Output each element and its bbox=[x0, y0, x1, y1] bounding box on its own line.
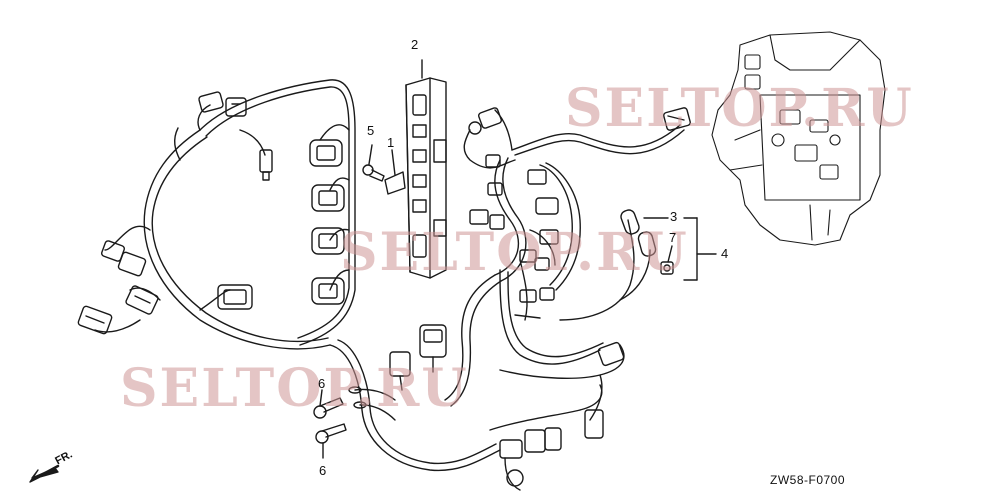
callout-3: 3 bbox=[670, 209, 678, 224]
callout-5: 5 bbox=[367, 123, 375, 138]
connector-left-middle bbox=[125, 285, 159, 315]
ground-terminals bbox=[348, 386, 396, 421]
connector-cluster bbox=[469, 154, 559, 319]
callout-1: 1 bbox=[387, 135, 395, 150]
connector-lower-right bbox=[584, 341, 625, 439]
callout-2: 2 bbox=[411, 37, 419, 52]
connector-upper-mid bbox=[468, 107, 502, 135]
coil-connector-3 bbox=[311, 227, 345, 255]
watermark-center: SELTOP.RU bbox=[340, 222, 689, 283]
callout-6-upper: 6 bbox=[318, 376, 326, 391]
connector-top-left bbox=[198, 91, 247, 117]
bolt-part-6-upper bbox=[313, 389, 344, 419]
connector-center-large bbox=[419, 324, 447, 373]
engine-sub-harness bbox=[444, 109, 685, 431]
coil-connector-2 bbox=[311, 184, 345, 212]
bracket-part-1 bbox=[384, 149, 406, 195]
cable-part-3 bbox=[559, 209, 657, 321]
front-arrow-icon bbox=[29, 464, 60, 483]
bolt-part-6-lower bbox=[315, 423, 347, 459]
callout-bracket-3-4-7 bbox=[643, 217, 717, 281]
connector-center-small bbox=[389, 351, 411, 391]
nut-part-7 bbox=[660, 261, 674, 275]
relay-box-part-2 bbox=[405, 59, 447, 279]
coil-connector-1 bbox=[309, 139, 343, 167]
watermark-lower-left: SELTOP.RU bbox=[120, 358, 469, 419]
connector-left-center bbox=[217, 284, 253, 310]
connector-bottom-cluster bbox=[499, 427, 562, 491]
main-wire-harness bbox=[94, 79, 501, 472]
figure-code: ZW58-F0700 bbox=[770, 473, 846, 487]
connector-small-left-top bbox=[259, 149, 273, 181]
coil-connector-4 bbox=[311, 277, 345, 305]
watermark-upper-right: SELTOP.RU bbox=[565, 78, 914, 139]
callout-7: 7 bbox=[669, 230, 677, 245]
connector-left-upper bbox=[101, 240, 147, 277]
connector-left-lower bbox=[77, 305, 113, 335]
bolt-part-5 bbox=[362, 144, 385, 182]
engine-block-outline bbox=[711, 31, 886, 246]
connector-upper-right bbox=[663, 107, 691, 131]
callout-4: 4 bbox=[721, 246, 729, 261]
callout-6-lower: 6 bbox=[319, 463, 327, 478]
